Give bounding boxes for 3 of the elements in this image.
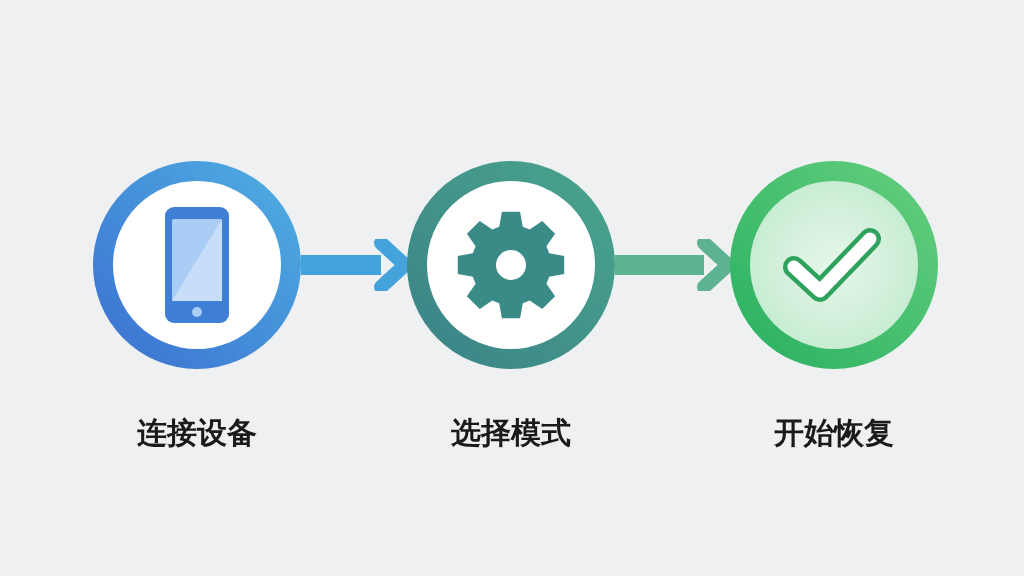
step-label: 选择模式 [451, 414, 571, 452]
step-label: 连接设备 [137, 414, 257, 452]
step-label: 开始恢复 [774, 414, 894, 452]
